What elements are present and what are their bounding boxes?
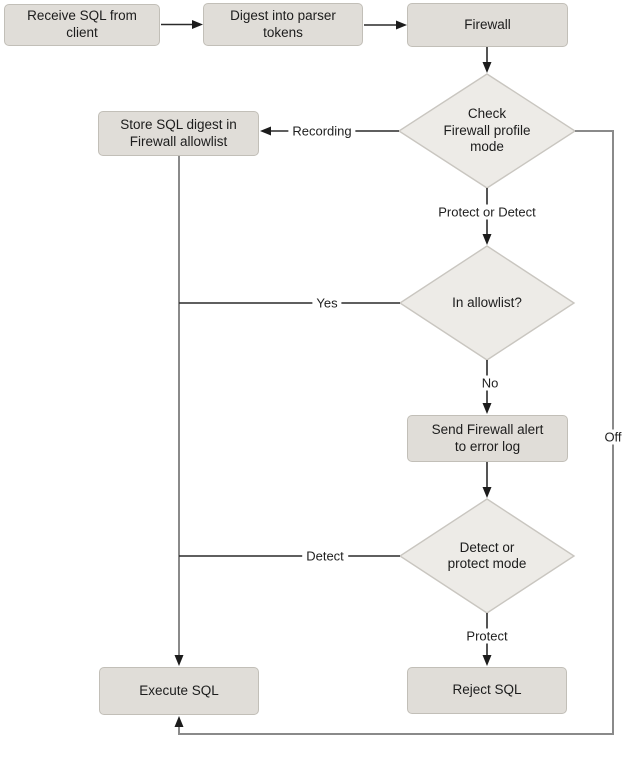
decision-detect-or-protect-mode bbox=[398, 498, 576, 614]
edge-label-recording: Recording bbox=[288, 123, 356, 139]
edge-label-protect-or-detect: Protect or Detect bbox=[434, 204, 540, 220]
decision-in-allowlist bbox=[398, 245, 576, 361]
connector-firewall-to-check-mode bbox=[482, 47, 492, 73]
connector-receive-to-digest bbox=[161, 20, 203, 29]
node-digest-tokens: Digest into parser tokens bbox=[203, 3, 363, 46]
connector-store-to-execute bbox=[174, 156, 184, 666]
node-receive-sql-label: Receive SQL from client bbox=[27, 8, 137, 40]
node-reject-sql: Reject SQL bbox=[407, 667, 567, 714]
node-receive-sql: Receive SQL from client bbox=[4, 4, 160, 46]
edge-label-detect: Detect bbox=[302, 548, 348, 564]
node-store-digest: Store SQL digest in Firewall allowlist bbox=[98, 111, 259, 156]
node-send-alert: Send Firewall alert to error log bbox=[407, 415, 568, 462]
connector-alert-to-detect-protect bbox=[482, 462, 492, 498]
node-execute-sql-label: Execute SQL bbox=[139, 682, 219, 698]
edge-label-off: Off bbox=[600, 429, 626, 445]
node-store-digest-label: Store SQL digest in Firewall allowlist bbox=[120, 116, 237, 149]
node-firewall: Firewall bbox=[407, 3, 568, 47]
node-send-alert-label: Send Firewall alert to error log bbox=[431, 421, 544, 454]
edge-label-yes: Yes bbox=[312, 295, 342, 311]
connector-off-loop bbox=[174, 130, 614, 735]
node-firewall-label: Firewall bbox=[464, 16, 511, 32]
node-execute-sql: Execute SQL bbox=[99, 667, 259, 715]
edge-label-protect: Protect bbox=[462, 628, 512, 644]
edge-label-no: No bbox=[477, 375, 503, 391]
node-reject-sql-label: Reject SQL bbox=[452, 682, 522, 698]
connector-digest-to-firewall bbox=[364, 20, 407, 30]
decision-check-firewall-profile-mode bbox=[397, 73, 577, 189]
node-digest-tokens-label: Digest into parser tokens bbox=[230, 7, 336, 40]
